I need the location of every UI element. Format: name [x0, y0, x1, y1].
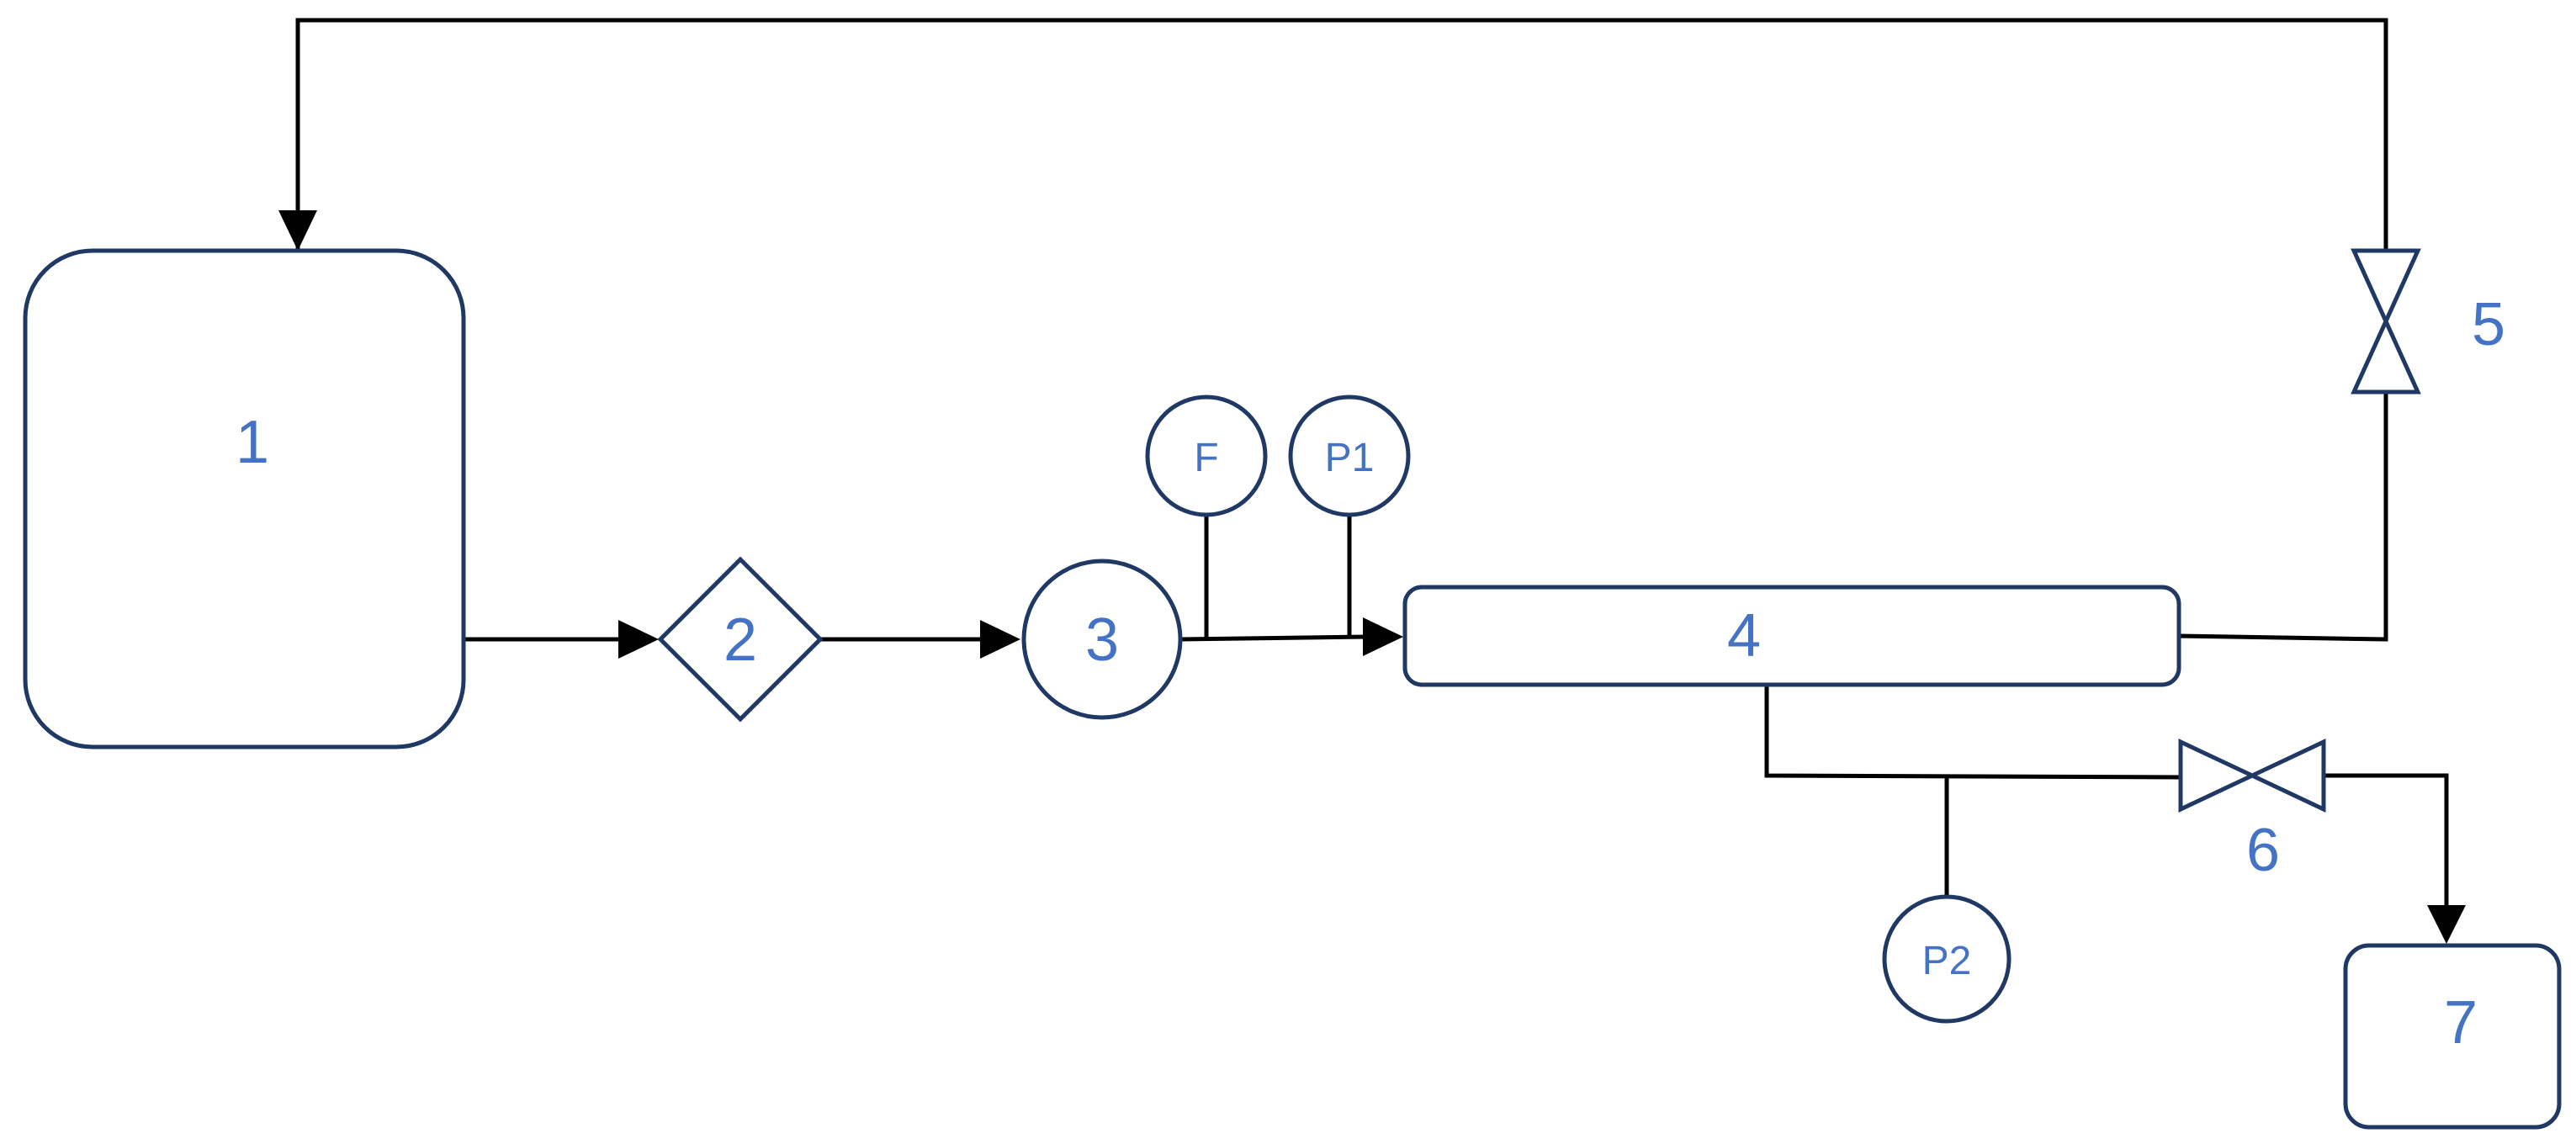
valve-6 — [2178, 739, 2326, 813]
receiver-tank — [2343, 943, 2562, 1130]
tank-to-filter-arrow — [618, 620, 659, 659]
filter-to-pump-arrow — [980, 620, 1020, 659]
membrane-module — [1402, 585, 2181, 687]
pump-label: 3 — [1085, 606, 1119, 674]
recycle-line — [295, 18, 2388, 642]
feed-tank — [23, 248, 466, 749]
valve-6-label: 6 — [2246, 817, 2280, 884]
filter-label: 2 — [724, 606, 757, 674]
permeate-outlet-line — [2318, 773, 2449, 911]
pump-to-module-line — [1178, 634, 1367, 642]
pump — [1021, 559, 1183, 720]
pressure-gauge-1-label: P1 — [1325, 436, 1375, 480]
flow-sensor-label: F — [1194, 436, 1218, 480]
pressure-gauge-2 — [1882, 894, 2012, 1024]
recycle-arrow — [278, 210, 317, 251]
filter — [657, 556, 824, 723]
valve-5-label: 5 — [2472, 291, 2505, 358]
permeate-line — [1764, 684, 2183, 780]
valve-5 — [2351, 248, 2421, 395]
receiver-tank-label: 7 — [2444, 989, 2478, 1057]
feed-tank-label: 1 — [236, 409, 269, 476]
pump-to-module-arrow — [1363, 617, 1403, 656]
pressure-gauge-1 — [1288, 395, 1411, 517]
membrane-module-label: 4 — [1727, 602, 1761, 670]
flow-sensor — [1145, 395, 1268, 517]
permeate-outlet-arrow — [2427, 905, 2466, 944]
pressure-gauge-2-label: P2 — [1922, 939, 1972, 983]
